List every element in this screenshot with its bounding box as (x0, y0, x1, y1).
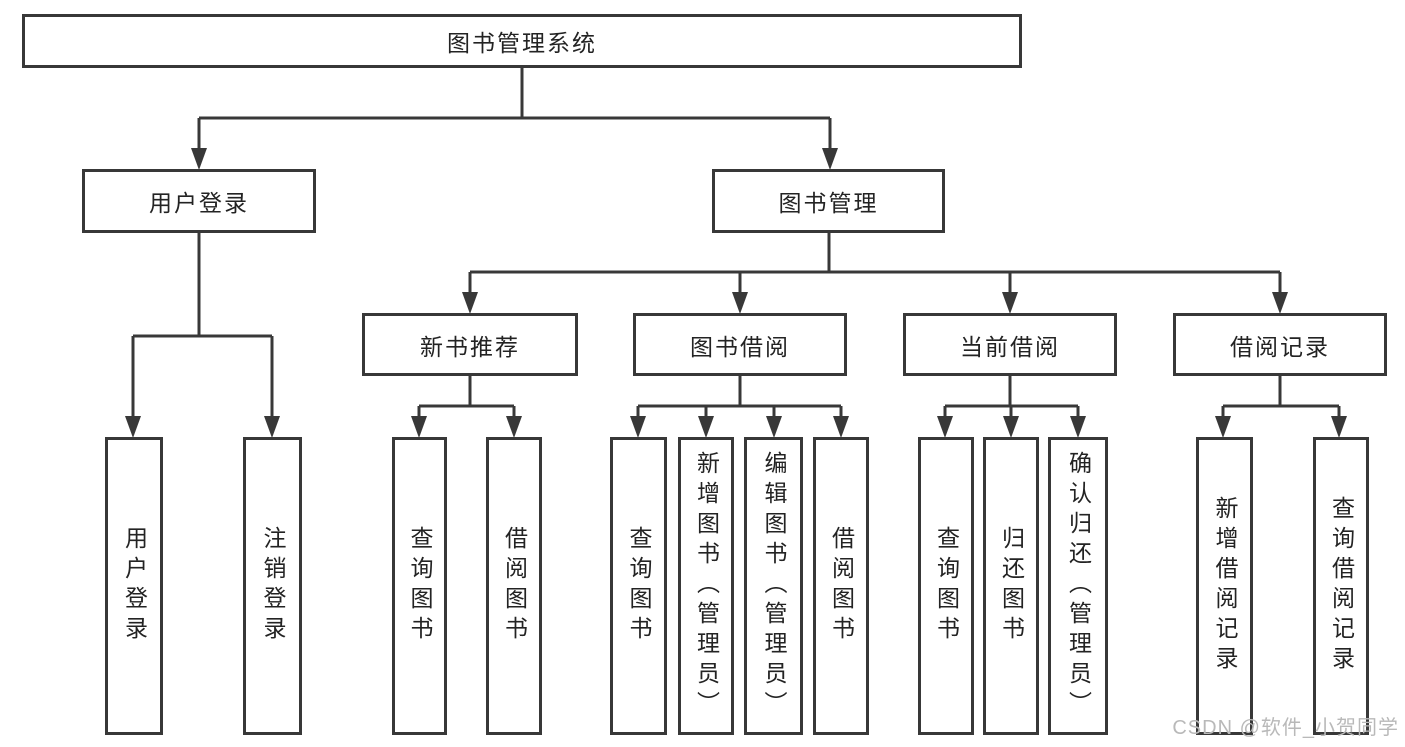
arrowhead-icon (698, 416, 714, 438)
leaf-query-books: 查询图书 (918, 437, 974, 735)
node-borrowing-records: 借阅记录 (1173, 313, 1387, 376)
arrowhead-icon (506, 416, 522, 438)
arrowhead-icon (1002, 292, 1018, 314)
tree-edges (131, 66, 1341, 420)
arrowhead-icon (937, 416, 953, 438)
arrowhead-icon (833, 416, 849, 438)
arrowhead-icon (822, 148, 838, 170)
arrowhead-icon (264, 416, 280, 438)
arrowhead-icon (462, 292, 478, 314)
arrowhead-icon (1331, 416, 1347, 438)
node-book-management: 图书管理 (712, 169, 945, 233)
node-current-borrowing: 当前借阅 (903, 313, 1117, 376)
csdn-watermark: CSDN @软件_小贺同学 (1172, 717, 1399, 739)
arrowhead-icon (766, 416, 782, 438)
arrowhead-icon (1003, 416, 1019, 438)
leaf-add-books-admin: 新增图书（管理员） (678, 437, 734, 735)
leaf-borrow-books: 借阅图书 (813, 437, 869, 735)
arrowhead-icon (1272, 292, 1288, 314)
leaf-user-login: 用户登录 (105, 437, 163, 735)
leaf-borrow-books: 借阅图书 (486, 437, 542, 735)
leaf-add-borrow-record: 新增借阅记录 (1196, 437, 1253, 735)
node-book-borrowing: 图书借阅 (633, 313, 847, 376)
node-book-management-system: 图书管理系统 (22, 14, 1022, 68)
arrowhead-icon (630, 416, 646, 438)
arrowhead-icon (1070, 416, 1086, 438)
arrowhead-icon (191, 148, 207, 170)
leaf-confirm-return-admin: 确认归还（管理员） (1048, 437, 1108, 735)
leaf-query-books: 查询图书 (392, 437, 447, 735)
leaf-edit-books-admin: 编辑图书（管理员） (744, 437, 803, 735)
leaf-query-borrow-record: 查询借阅记录 (1313, 437, 1369, 735)
leaf-logout: 注销登录 (243, 437, 302, 735)
arrowhead-icon (411, 416, 427, 438)
arrowheads (125, 148, 1347, 438)
arrowhead-icon (125, 416, 141, 438)
leaf-query-books: 查询图书 (610, 437, 667, 735)
arrowhead-icon (732, 292, 748, 314)
leaf-return-books: 归还图书 (983, 437, 1039, 735)
node-new-book-recommend: 新书推荐 (362, 313, 578, 376)
arrowhead-icon (1215, 416, 1231, 438)
node-user-login: 用户登录 (82, 169, 316, 233)
